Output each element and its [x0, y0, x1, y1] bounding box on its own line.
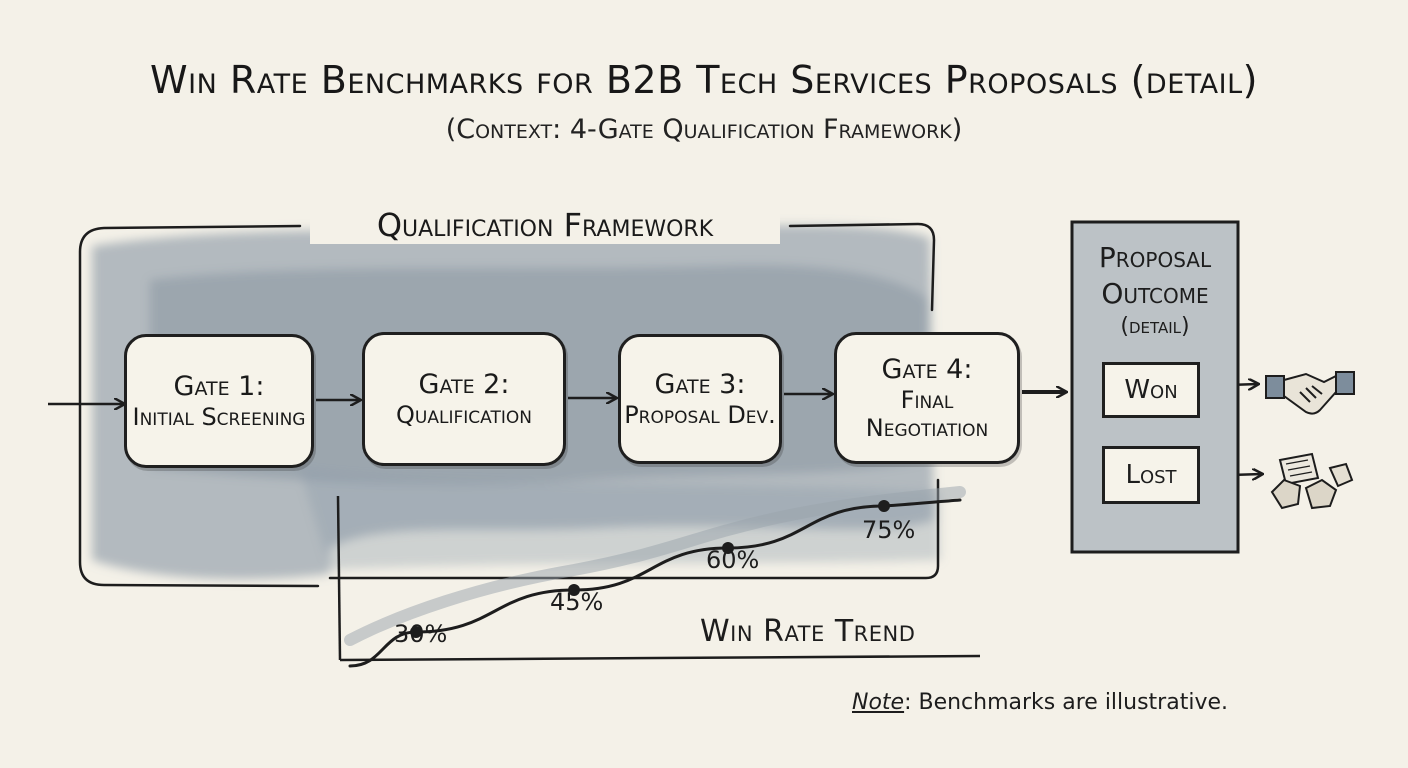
- footnote-key: Note: [852, 690, 904, 715]
- trend-point-gate-4: [878, 500, 890, 512]
- diagram-subtitle: (Context: 4-Gate Qualification Framework…: [0, 114, 1408, 145]
- gate-3-subtitle: Proposal Dev.: [624, 401, 776, 429]
- trend-label-gate-4: 75%: [862, 516, 915, 544]
- outcome-title: Proposal Outcome: [1072, 240, 1238, 312]
- trend-label-gate-3: 60%: [706, 546, 759, 574]
- gate-2-title: Gate 2:: [419, 369, 510, 401]
- gate-1-title: Gate 1:: [174, 371, 265, 403]
- handshake-icon: [1266, 372, 1354, 414]
- trend-label-gate-2: 45%: [550, 588, 603, 616]
- gate-4-title: Gate 4:: [882, 354, 973, 386]
- gate-4-subtitle: Final Negotiation: [837, 386, 1017, 442]
- lost-box: Lost: [1102, 446, 1200, 504]
- gate-1-box: Gate 1: Initial Screening: [124, 334, 314, 468]
- framework-label: Qualification Framework: [310, 206, 780, 244]
- gate-2-box: Gate 2: Qualification: [362, 332, 566, 466]
- footnote: Note: Benchmarks are illustrative.: [852, 690, 1228, 715]
- trend-label-gate-1: 30%: [394, 620, 447, 648]
- gate-1-subtitle: Initial Screening: [133, 403, 306, 431]
- gate-2-subtitle: Qualification: [396, 401, 532, 429]
- crumpled-paper-icon: [1272, 454, 1352, 508]
- gate-4-box: Gate 4: Final Negotiation: [834, 332, 1020, 464]
- diagram-title: Win Rate Benchmarks for B2B Tech Service…: [0, 58, 1408, 102]
- won-box: Won: [1102, 362, 1200, 418]
- outcome-detail: (detail): [1072, 314, 1238, 339]
- footnote-text: : Benchmarks are illustrative.: [904, 690, 1228, 715]
- gate-3-title: Gate 3:: [655, 369, 746, 401]
- gate-3-box: Gate 3: Proposal Dev.: [618, 334, 782, 464]
- trend-title: Win Rate Trend: [700, 614, 915, 649]
